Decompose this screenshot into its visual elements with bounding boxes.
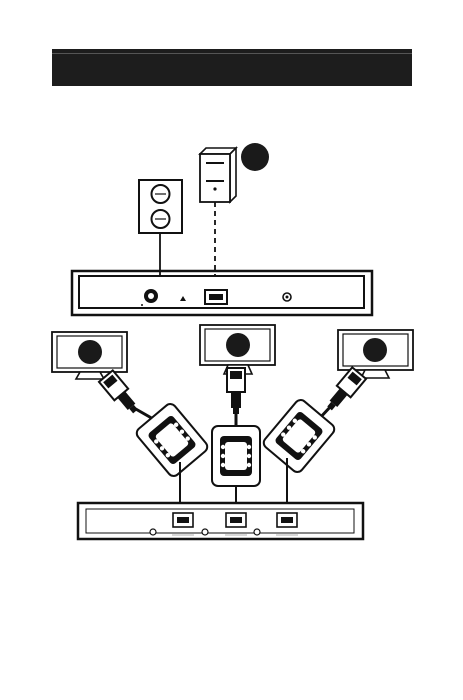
output-port-1-icon: [173, 513, 193, 527]
splitter-unit: [72, 271, 372, 315]
output-port-2-icon: [226, 513, 246, 527]
monitor-center-icon: [200, 325, 275, 374]
monitor-left-icon: [52, 332, 127, 379]
computer-tower-icon: [200, 148, 236, 202]
right-adapter-icon: [261, 398, 336, 475]
displayport-input-port-icon: [205, 290, 227, 304]
center-displayport-plug-icon: [227, 368, 245, 414]
center-adapter-icon: [212, 426, 260, 486]
wall-outlet-icon: [139, 180, 182, 233]
receiver-unit: [78, 503, 363, 539]
output-port-3-icon: [277, 513, 297, 527]
computer-badge-icon: [241, 143, 269, 171]
